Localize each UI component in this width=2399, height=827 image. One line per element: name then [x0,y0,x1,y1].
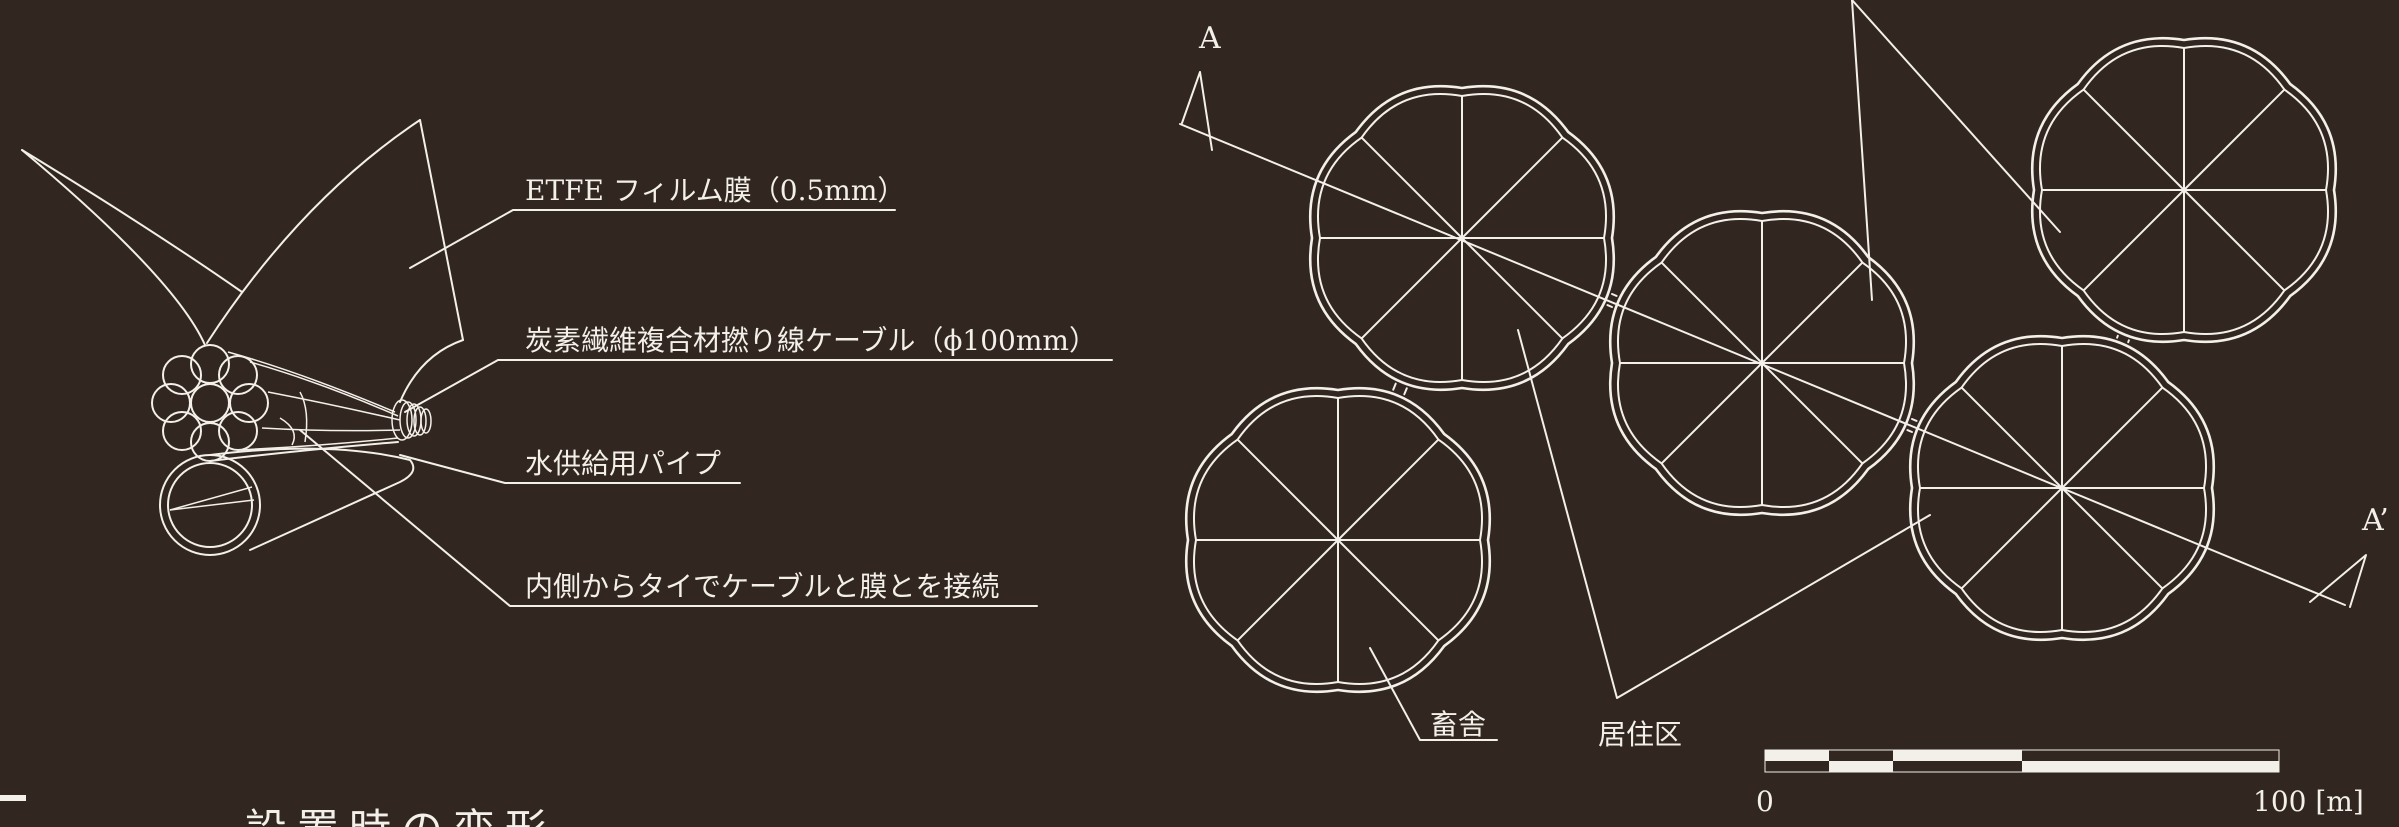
leader-residential [1517,329,1931,699]
dome-connector [1606,304,1613,308]
dome-lower-right [1908,334,2216,642]
cable-detail-illustration [21,119,1113,607]
membrane-sail-fold [399,339,464,403]
leader-cable [404,359,1113,413]
corner-mark [0,795,26,801]
membrane-sail-right [206,119,421,344]
dome-upper-right [2030,36,2338,344]
dome-connector [2116,334,2119,339]
section-marker-a: A [1198,21,1221,56]
label-tie-connection: 内側からタイでケーブルと膜とを接続 [525,570,999,603]
label-water-pipe: 水供給用パイプ [525,447,721,480]
dome-connector [2127,339,2130,344]
scale-label-min: 0 [1756,785,1774,818]
bottom-heading: 設置時の変形 [245,805,557,827]
dome-upper-left [1308,84,1616,392]
dome-center [1608,209,1916,517]
leader-top-2 [1851,0,2061,233]
membrane-sail-left-lower [21,149,206,346]
leader-tie [299,429,1038,607]
dome-cluster-plan [1184,36,2338,694]
leader-barn [1369,647,1498,741]
scale-bar [1764,749,2280,773]
label-barn: 畜舎 [1430,708,1486,741]
cable-strand-bundle [151,344,401,462]
dome-connector [1611,293,1618,297]
label-residential: 居住区 [1598,718,1682,751]
leader-top [1851,0,1873,301]
label-etfe-film: ETFE フィルム膜（0.5mm） [525,174,905,207]
leader-pipe [399,454,741,484]
leader-film [409,209,896,269]
dome-lower-left [1184,386,1492,694]
membrane-sail-edge [419,119,464,341]
dome-connector [1911,418,1918,422]
dome-connector [1392,382,1397,391]
cable-tip [391,399,432,441]
dome-connector [1906,429,1913,433]
water-pipe [159,447,415,556]
section-marker-a-prime: A’ [2361,503,2389,538]
dome-connector [1403,387,1408,396]
membrane-sail-left [21,149,243,293]
label-carbon-cable: 炭素繊維複合材撚り線ケーブル（ϕ100mm） [525,324,1097,357]
section-line-a [1179,71,2367,608]
scale-label-max: 100 [m] [2253,785,2364,818]
